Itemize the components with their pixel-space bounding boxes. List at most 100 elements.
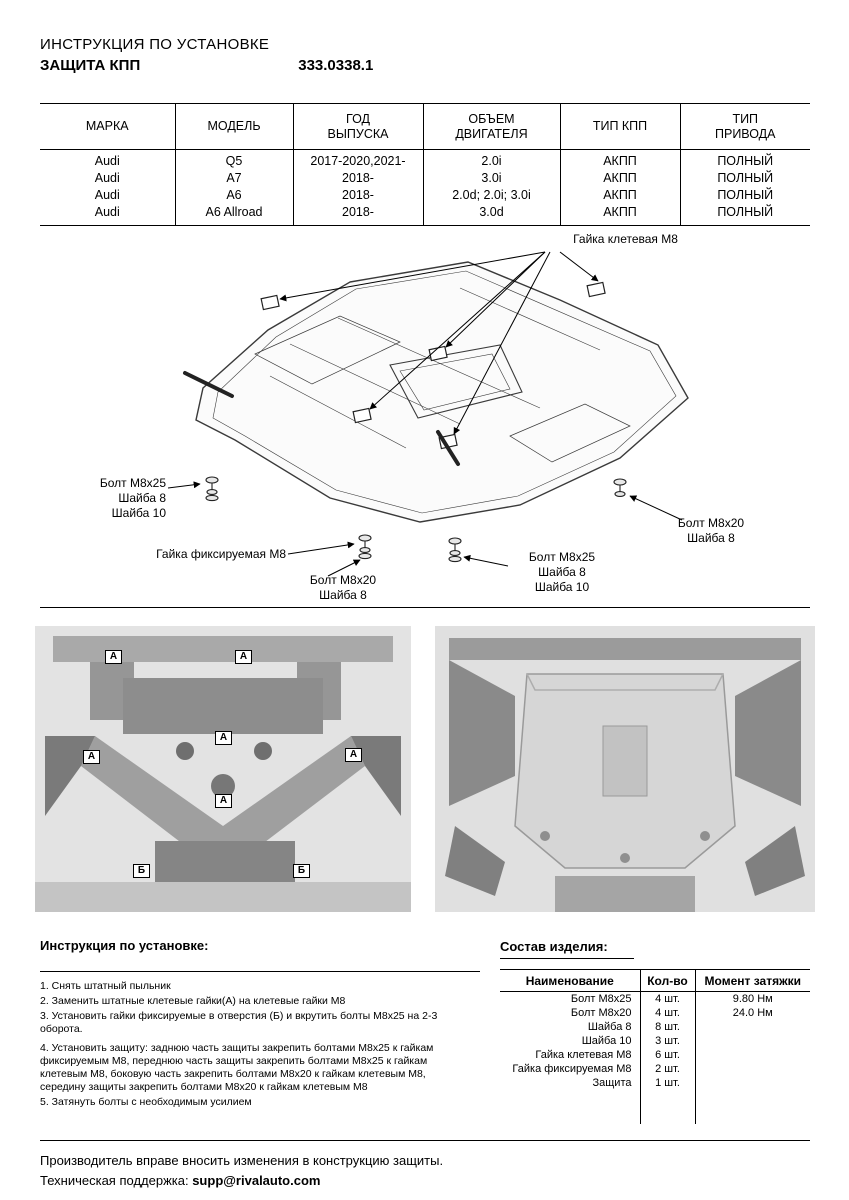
cell-drive: ПОЛНЫЙ	[679, 149, 810, 170]
product-line: ЗАЩИТА КПП 333.0338.1	[40, 57, 810, 74]
parts-row: Гайка фиксируемая М8 2 шт.	[500, 1062, 810, 1076]
parts-table: Наименование Кол-во Момент затяжки Болт …	[500, 969, 810, 1124]
cell-year: 2018-	[292, 170, 423, 187]
cell-brand: Audi	[94, 171, 120, 185]
step-3: 3. Установить гайки фиксируемые в отверс…	[40, 1010, 438, 1035]
spacer-cell	[500, 1090, 640, 1124]
part-torque: 9.80 Нм	[694, 991, 810, 1006]
skid-plate-drawing	[167, 251, 689, 577]
label-line: Болт М8х25	[99, 476, 166, 490]
part-torque	[694, 1020, 810, 1034]
part-name: Шайба 10	[581, 1035, 632, 1047]
manufacturer-note: Производитель вправе вносить изменения в…	[40, 1153, 444, 1168]
step-2: 2. Заменить штатные клетевые гайки(А) на…	[40, 995, 346, 1007]
document-header: ИНСТРУКЦИЯ ПО УСТАНОВКЕ ЗАЩИТА КПП 333.0…	[40, 36, 810, 74]
cell-engine: 3.0i	[422, 170, 560, 187]
installed-plate-photo-graphic	[435, 626, 815, 912]
part-qty: 1 шт.	[639, 1076, 695, 1090]
part-qty: 8 шт.	[639, 1020, 695, 1034]
underbody-photo-graphic	[35, 626, 411, 912]
label-bolt-m8x20-right: Болт М8х20 Шайба 8	[636, 516, 786, 546]
parts-row-spacer	[500, 1090, 810, 1124]
step-4: 4. Установить защиту: заднюю часть защит…	[40, 1042, 434, 1093]
label-bolt-m8x25-bottom: Болт М8х25 Шайба 8 Шайба 10	[492, 550, 632, 595]
label-line: Болт М8х20	[309, 573, 377, 587]
marker-a: А	[215, 731, 232, 745]
fitment-header-row: МАРКА МОДЕЛЬ ГОД ВЫПУСКА ОБЪЕМ ДВИГАТЕЛЯ…	[40, 103, 810, 150]
part-torque	[694, 1076, 810, 1090]
cell-engine: 2.0d; 2.0i; 3.0i	[422, 187, 560, 204]
part-number: 333.0338.1	[298, 57, 374, 74]
photo-underbody-before: А А А А А А Б Б	[35, 626, 411, 912]
cell-gearbox: АКПП	[559, 170, 680, 187]
part-name: Защита	[592, 1077, 632, 1089]
support-email: supp@rivalauto.com	[192, 1173, 321, 1188]
part-name: Гайка клетевая М8	[535, 1049, 632, 1061]
part-torque	[694, 1062, 810, 1076]
installation-instructions: Инструкция по установке: 1. Снять штатны…	[40, 938, 480, 1124]
bolt-icons	[205, 476, 627, 563]
label-line: Шайба 8	[687, 531, 735, 545]
cell-engine: 2.0i	[422, 149, 560, 170]
col-torque: Момент затяжки	[694, 969, 810, 992]
callout-lines	[167, 251, 683, 577]
marker-a: А	[215, 794, 232, 808]
col-year: ГОД ВЫПУСКА	[292, 103, 423, 150]
table-row: Audi A7 2018- 3.0i АКПП ПОЛНЫЙ	[40, 170, 810, 187]
col-engine: ОБЪЕМ ДВИГАТЕЛЯ	[422, 103, 560, 150]
cell-drive: ПОЛНЫЙ	[679, 187, 810, 204]
part-name: Шайба 8	[587, 1021, 632, 1033]
support-line: Техническая поддержка: supp@rivalauto.co…	[40, 1171, 810, 1191]
marker-b: Б	[133, 864, 150, 878]
cell-model: A7	[174, 170, 293, 187]
parts-row: Шайба 10 3 шт.	[500, 1034, 810, 1048]
clip-nut-icons	[260, 281, 606, 450]
cell-gearbox: АКПП	[559, 204, 680, 226]
plate-outline	[195, 261, 689, 523]
parts-row: Болт М8х20 4 шт. 24.0 Нм	[500, 1006, 810, 1020]
cell-brand: Audi	[94, 154, 120, 168]
part-qty: 3 шт.	[639, 1034, 695, 1048]
col-gearbox: ТИП КПП	[559, 103, 680, 150]
bottom-section: Инструкция по установке: 1. Снять штатны…	[40, 938, 810, 1124]
step-1: 1. Снять штатный пыльник	[40, 980, 171, 992]
spacer-cell	[639, 1090, 695, 1124]
parts-title: Состав изделия:	[500, 939, 634, 959]
part-qty: 6 шт.	[639, 1048, 695, 1062]
cell-drive: ПОЛНЫЙ	[679, 170, 810, 187]
parts-header-row: Наименование Кол-во Момент затяжки	[500, 969, 810, 992]
marker-b: Б	[293, 864, 310, 878]
marker-a: А	[235, 650, 252, 664]
divider-line	[40, 607, 810, 608]
cell-brand: Audi	[40, 204, 175, 226]
cell-brand: Audi	[94, 188, 120, 202]
product-name: ЗАЩИТА КПП	[40, 57, 141, 74]
fixing-pin-icons	[183, 371, 460, 466]
part-torque	[694, 1034, 810, 1048]
parts-row: Шайба 8 8 шт.	[500, 1020, 810, 1034]
parts-list: Состав изделия: Наименование Кол-во Моме…	[500, 938, 810, 1124]
photo-plate-installed	[435, 626, 815, 912]
label-bolt-m8x20-bottom: Болт М8х20 Шайба 8	[262, 573, 424, 603]
instructions-title: Инструкция по установке:	[40, 938, 480, 972]
table-row: Audi A6 Allroad 2018- 3.0d АКПП ПОЛНЫЙ	[40, 204, 810, 226]
exploded-view-diagram: Гайка клетевая М8 Болт М8х25 Шайба 8 Шай…	[40, 226, 810, 606]
label-bolt-m8x25-left: Болт М8х25 Шайба 8 Шайба 10	[58, 476, 166, 521]
cell-gearbox: АКПП	[559, 187, 680, 204]
cell-model: A6 Allroad	[174, 204, 293, 226]
document-footer: Производитель вправе вносить изменения в…	[40, 1140, 810, 1191]
cell-year: 2018-	[292, 187, 423, 204]
col-model: МОДЕЛЬ	[174, 103, 293, 150]
parts-row: Болт М8х25 4 шт. 9.80 Нм	[500, 991, 810, 1006]
cell-year: 2017-2020,2021-	[292, 149, 423, 170]
document-title: ИНСТРУКЦИЯ ПО УСТАНОВКЕ	[40, 36, 270, 53]
table-row: Audi Q5 2017-2020,2021- 2.0i АКПП ПОЛНЫЙ	[40, 149, 810, 170]
part-torque	[694, 1048, 810, 1062]
marker-a: А	[83, 750, 100, 764]
label-line: Болт М8х20	[677, 516, 745, 530]
part-qty: 2 шт.	[639, 1062, 695, 1076]
parts-row: Защита 1 шт.	[500, 1076, 810, 1090]
cell-gearbox: АКПП	[559, 149, 680, 170]
part-name: Болт М8х25	[570, 993, 632, 1005]
